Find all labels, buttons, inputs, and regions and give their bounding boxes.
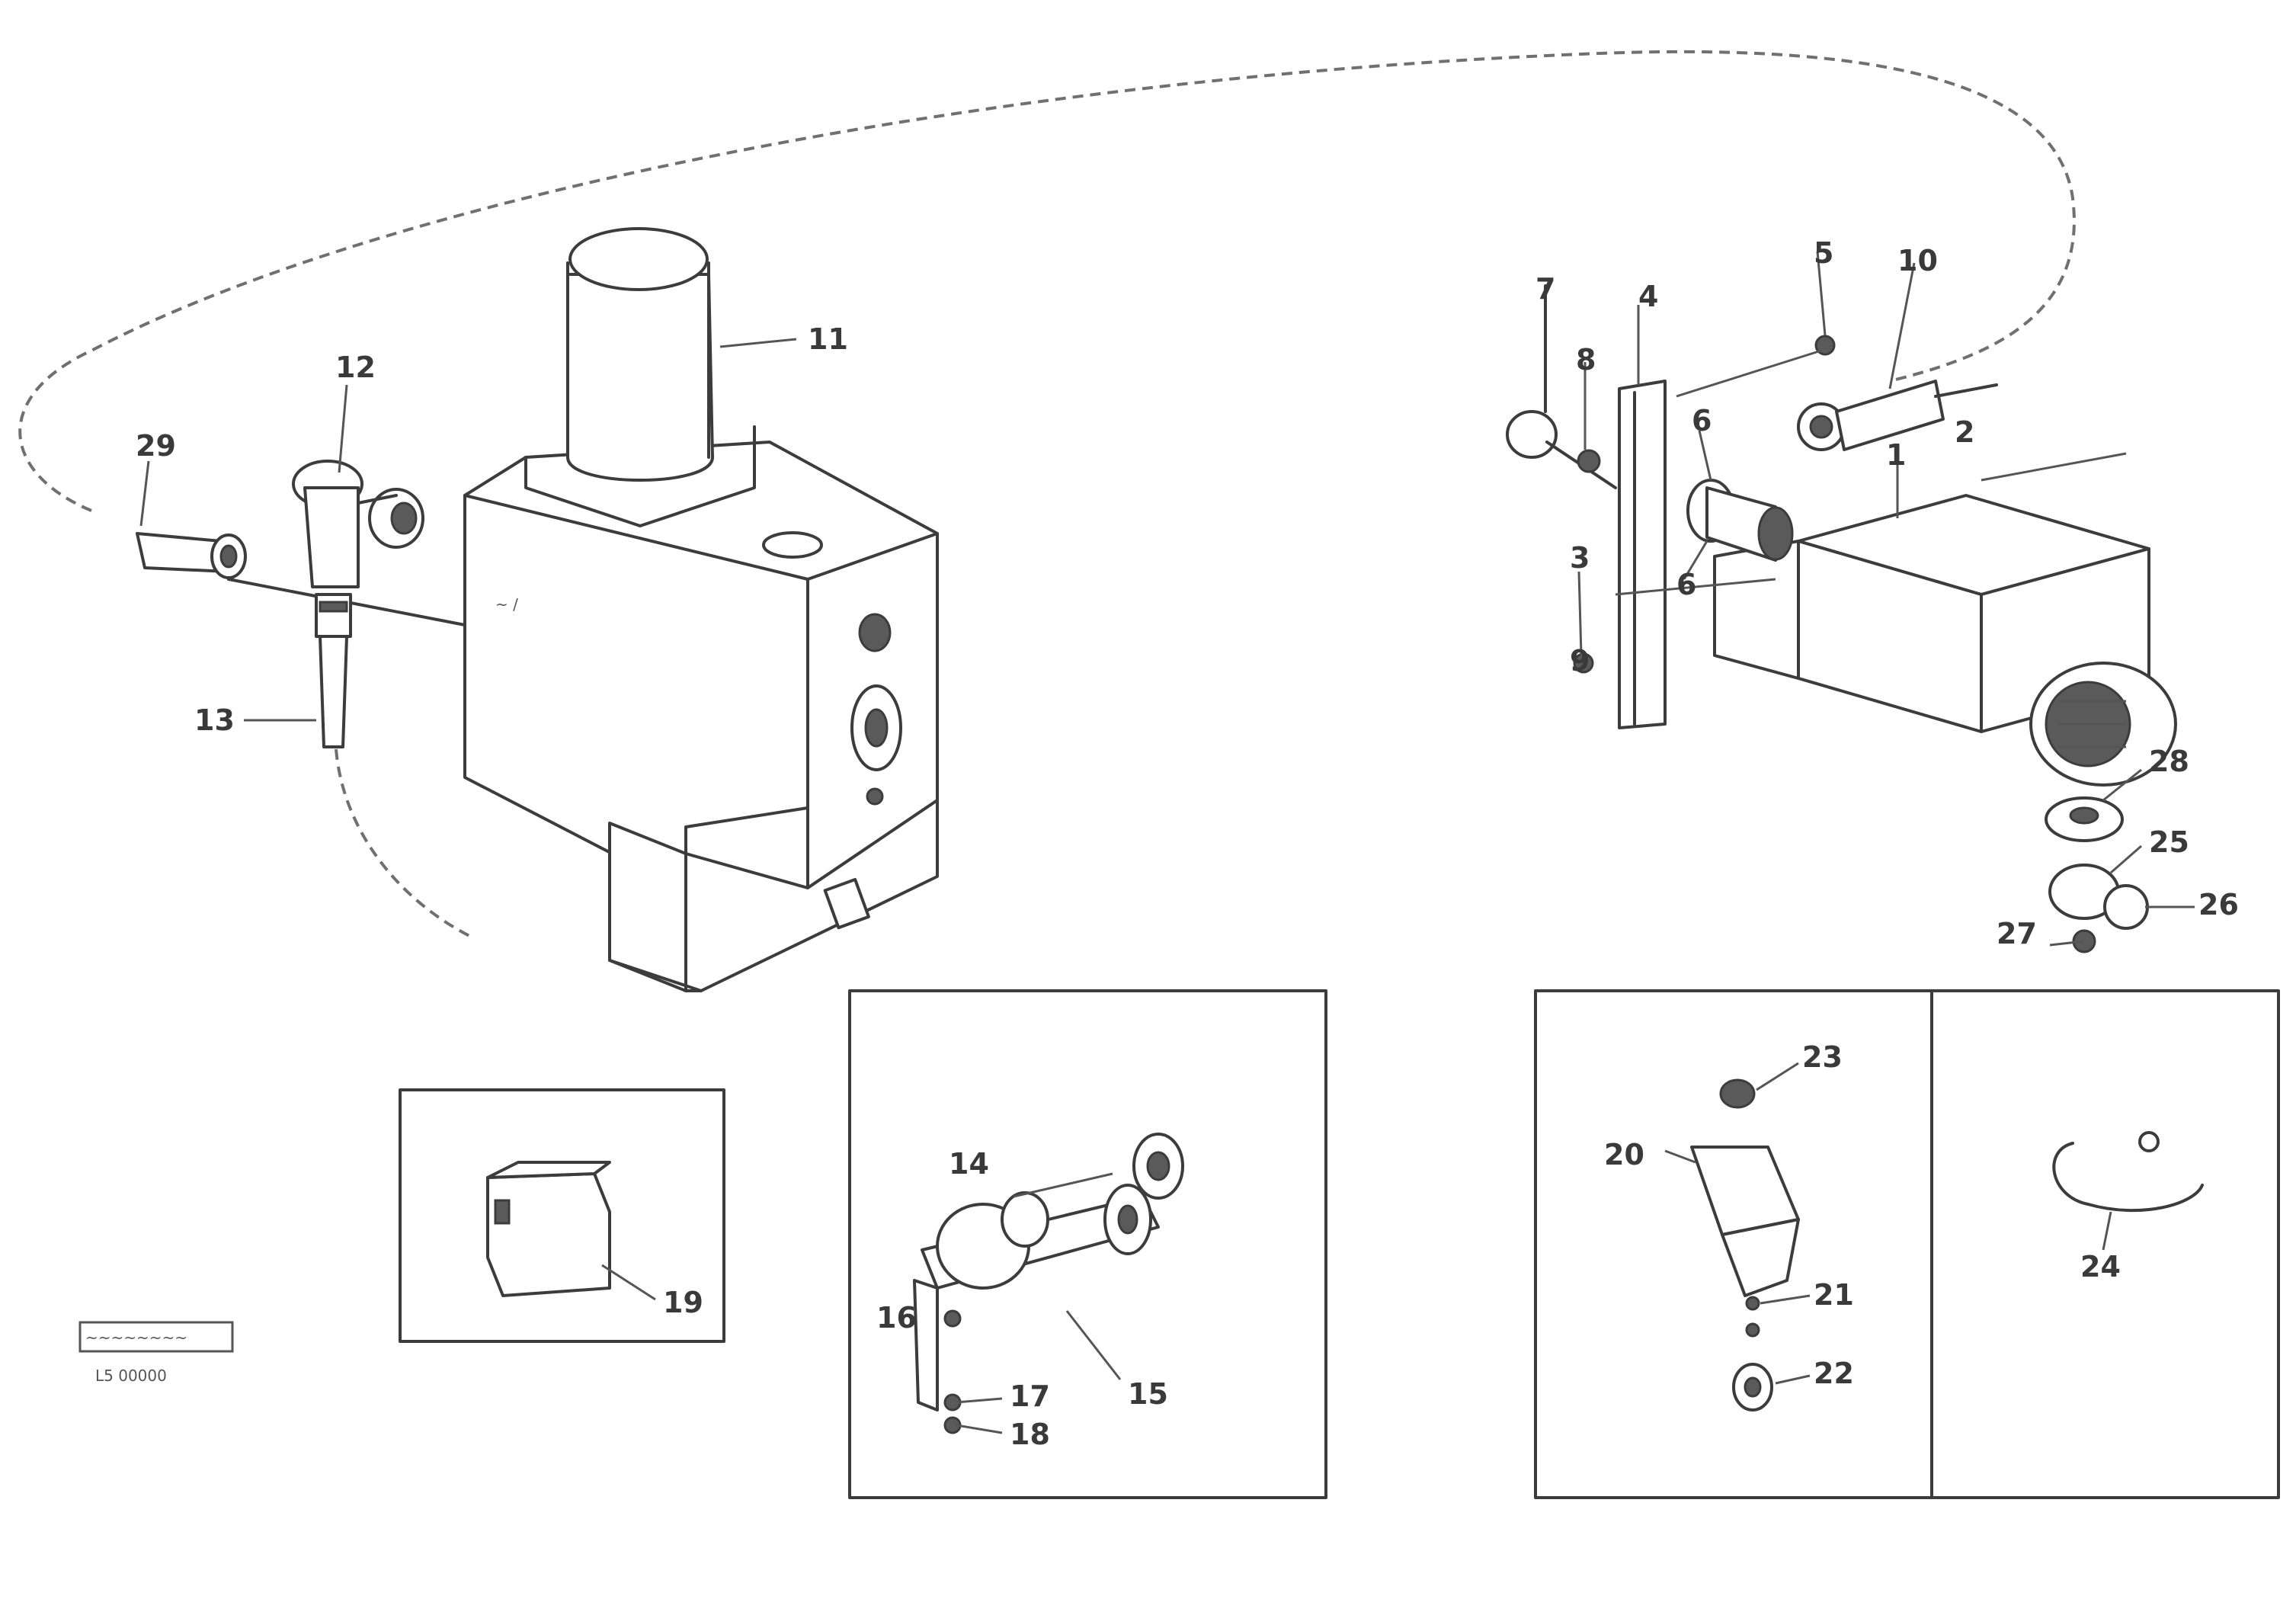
fitting-6 [1686,479,1794,562]
label-28: 28 [2149,745,2189,778]
connector-13 [315,593,352,748]
part-19 [486,1161,656,1301]
label-1: 1 [1886,438,1906,472]
bracket-plate-4 [1618,380,1667,729]
label-15: 15 [1128,1377,1168,1411]
inset-box-20 [1534,989,2280,1499]
label-13: 13 [194,703,235,737]
label-14: 14 [949,1147,989,1181]
label-17: 17 [1010,1379,1050,1413]
hose-loop [18,50,2076,512]
label-19: 19 [663,1286,703,1319]
label-20: 20 [1604,1138,1644,1171]
bolt-9 [1573,652,1594,674]
label-9: 9 [1570,644,1590,678]
plug-26 [2048,864,2149,930]
label-29: 29 [136,429,176,463]
label-25: 25 [2149,825,2189,859]
label-11: 11 [808,322,848,356]
label-22: 22 [1814,1357,1854,1390]
label-18: 18 [1010,1418,1050,1451]
label-8: 8 [1576,343,1596,377]
label-23: 23 [1802,1040,1843,1074]
clip-24 [2052,1131,2204,1251]
label-26: 26 [2198,888,2239,921]
adapter-10 [1797,380,1998,451]
label-6b: 6 [1676,568,1696,601]
svg-text:~ /: ~ / [495,595,518,614]
label-5: 5 [1814,236,1833,270]
stamp-box [78,1321,234,1353]
label-16: 16 [876,1301,917,1335]
inset-box-15 [848,989,1327,1499]
label-27: 27 [1997,917,2037,950]
label-4: 4 [1638,280,1658,313]
connector-20 [1664,1062,1811,1412]
label-12: 12 [335,351,376,384]
inset-box-19 [399,1088,725,1343]
label-3: 3 [1570,541,1590,575]
hose-lower [334,731,473,939]
nut-8 [1577,449,1601,473]
valve-block: ~ / [463,227,939,992]
solenoid-valve-1 [1713,494,2177,787]
stamp-code: L5 00000 [95,1367,167,1385]
hose-fitting-29 [136,532,466,626]
bracket-15 [913,1133,1184,1434]
stamp-line: ~~~~~~~~ [85,1328,187,1347]
label-2: 2 [1955,415,1974,449]
label-21: 21 [1814,1278,1854,1312]
label-6a: 6 [1692,404,1712,437]
label-24: 24 [2080,1250,2121,1283]
seal-25 [2045,796,2124,842]
label-7: 7 [1535,272,1555,306]
label-10: 10 [1897,244,1938,277]
elbow-fitting-12 [292,460,424,588]
